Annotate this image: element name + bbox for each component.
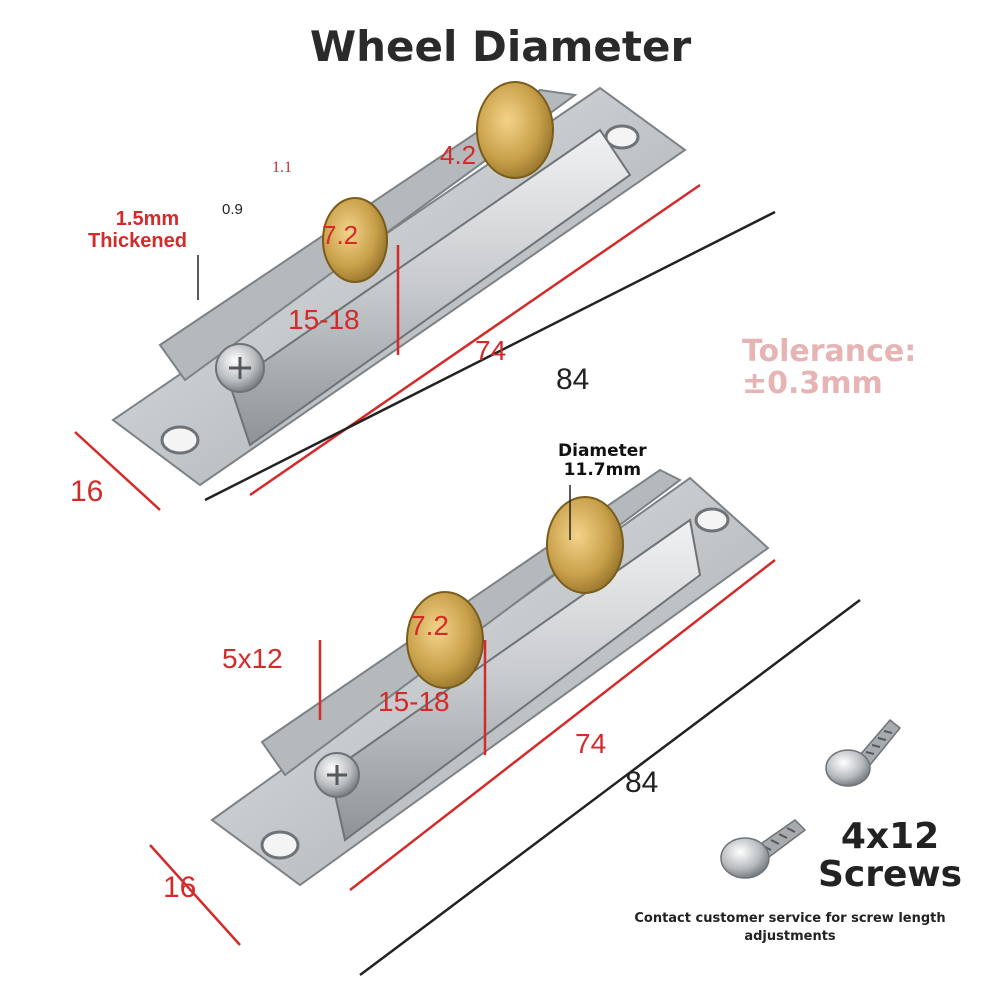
dim-label-height-top: 15-18 — [288, 304, 360, 335]
brass-wheel-lower-bottom — [406, 591, 484, 689]
service-note: Contact customer service for screw lengt… — [600, 910, 980, 945]
loose-screw-upper — [825, 718, 902, 787]
dim-line-74-top — [249, 183, 701, 497]
dim-label-inner-length-bottom: 74 — [575, 728, 607, 759]
dim-label-inner-length-top: 74 — [475, 335, 507, 366]
screws-caption: 4x12 Screws — [800, 818, 980, 894]
dim-line-74-bottom — [349, 559, 776, 891]
housing-front-wall-bottom — [328, 518, 702, 842]
dim-line-16-top — [74, 431, 161, 511]
dim-label-wheel-large-top: 4.2 — [440, 140, 477, 170]
screws-word: Screws — [817, 853, 963, 895]
dim-label-0-9: 0.9 — [222, 201, 243, 218]
roller-assembly-bottom — [210, 468, 770, 887]
tolerance-value: ±0.3mm — [742, 365, 883, 401]
thickened-line-1: 1.5mm — [115, 208, 180, 230]
dim-label-wheel-small-top: 7.2 — [322, 220, 359, 250]
brass-wheel-small-top — [322, 197, 388, 283]
thickened-line-2: Thickened — [88, 230, 187, 252]
mount-hole-bottom-left — [260, 830, 300, 860]
tolerance-label: Tolerance: — [742, 334, 917, 369]
tolerance-note: Tolerance: ±0.3mm — [742, 336, 916, 399]
phillips-slot-top — [229, 357, 251, 379]
diameter-line-1: Diameter — [558, 441, 647, 461]
dim-line-16-bottom — [149, 844, 241, 946]
mount-hole-bottom-right — [694, 507, 730, 533]
loose-screw-lower — [720, 819, 807, 879]
dimension-lines-top — [74, 183, 776, 511]
diameter-label: Diameter 11.7mm — [558, 442, 647, 479]
dim-label-total-length-bottom: 84 — [625, 766, 659, 799]
mount-hole-top-left — [160, 425, 200, 455]
brass-wheel-upper-bottom — [546, 496, 624, 594]
dim-label-total-length-top: 84 — [556, 363, 590, 396]
dimension-lines-bottom — [149, 485, 861, 976]
dim-label-width-top: 16 — [70, 475, 104, 508]
phillips-slot-bottom — [327, 765, 347, 785]
dim-label-wheel-bottom: 7.2 — [410, 610, 449, 641]
screws-size: 4x12 — [840, 816, 940, 857]
brass-wheel-large-top — [476, 81, 554, 179]
page-title: Wheel Diameter — [309, 22, 692, 71]
thickened-label: 1.5mm Thickened — [88, 208, 187, 252]
dim-label-width-bottom: 16 — [163, 871, 197, 904]
diameter-line-2: 11.7mm — [563, 459, 642, 480]
dim-line-84-top — [204, 210, 776, 502]
service-note-line-2: adjustments — [744, 928, 836, 944]
service-note-line-1: Contact customer service for screw lengt… — [634, 911, 946, 926]
mount-hole-top-right — [604, 124, 640, 150]
housing-front-wall-top — [228, 128, 632, 447]
dim-label-height-bottom: 15-18 — [378, 686, 450, 717]
dim-label-screw-size: 5x12 — [222, 643, 283, 674]
dim-label-1-1: 1.1 — [272, 159, 292, 176]
dim-line-84-bottom — [359, 599, 861, 976]
